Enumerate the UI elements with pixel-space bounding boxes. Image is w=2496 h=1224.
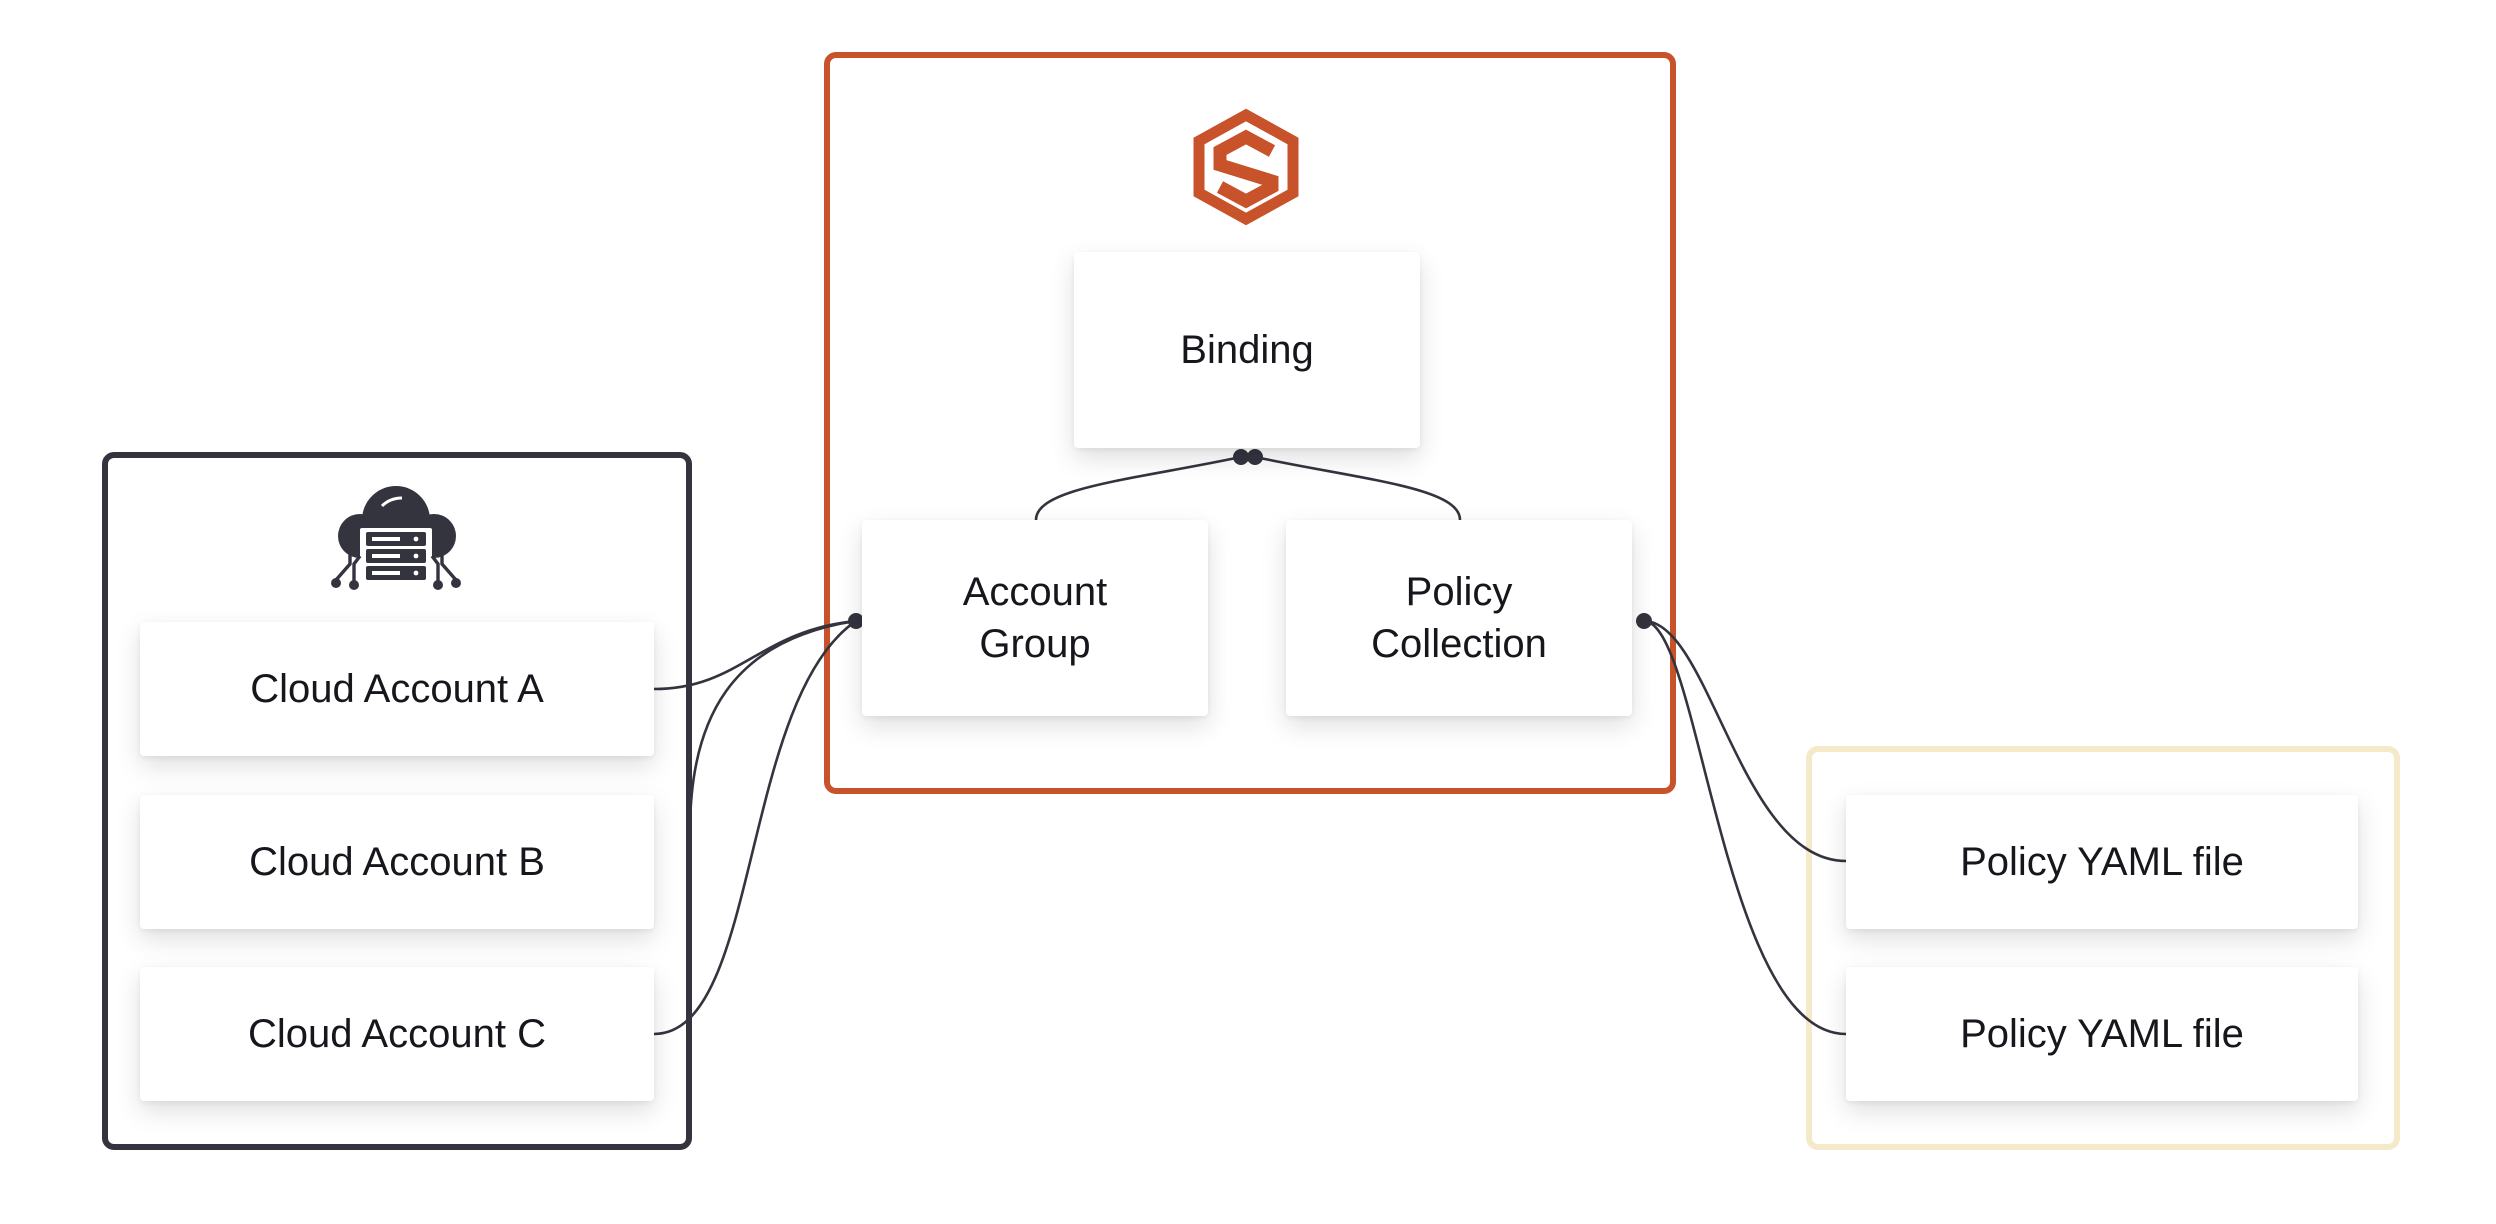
policy-file-node[interactable]: Policy YAML file [1846,795,2358,929]
edge-binding-policy-collection [1259,456,1462,521]
port-policy-collection [1636,613,1652,629]
edge-cloud-account-b [688,619,857,833]
core-group [824,52,1676,794]
port-account-group [848,613,864,629]
cloud-account-node[interactable]: Cloud Account C [140,967,654,1101]
edge-cloud-account-c [653,619,857,1036]
cloud-account-node[interactable]: Cloud Account A [140,622,654,756]
cloud-accounts-group [102,452,692,1150]
edge-policy-file-1 [1643,619,1847,863]
cloud-server-icon [331,486,461,590]
policy-files-group [1806,746,2400,1150]
edge-cloud-account-a [653,619,857,691]
port-binding-left [1233,449,1249,465]
policy-file-node[interactable]: Policy YAML file [1846,967,2358,1101]
account-group-node[interactable]: Account Group [862,520,1208,716]
binding-node[interactable]: Binding [1074,252,1420,448]
cloud-account-node[interactable]: Cloud Account B [140,795,654,929]
port-binding-right [1247,449,1263,465]
policy-collection-node[interactable]: Policy Collection [1286,520,1632,716]
edge-policy-file-2 [1643,619,1847,1036]
edge-binding-account-group [1034,456,1237,521]
hexagon-s-logo-icon [1193,108,1299,226]
